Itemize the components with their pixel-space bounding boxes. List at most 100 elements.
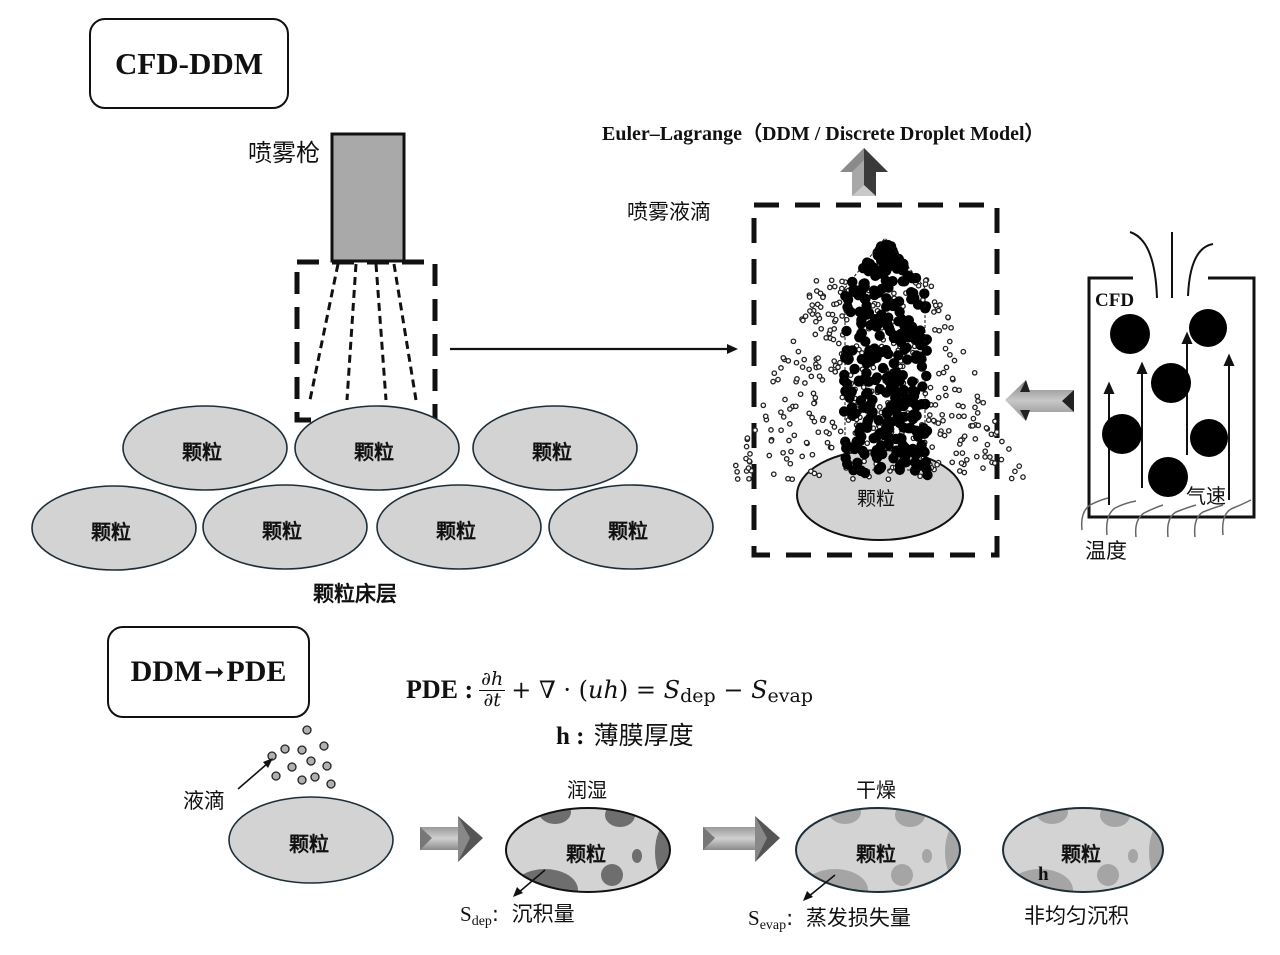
droplet-small	[808, 373, 815, 380]
droplet-large	[914, 459, 925, 470]
droplet-large	[854, 306, 865, 317]
droplet-small	[811, 470, 818, 477]
droplet-small	[833, 301, 840, 307]
droplet-large	[855, 465, 867, 477]
stage3-particle-dry	[795, 807, 961, 893]
droplet-large	[888, 453, 899, 464]
droplet-small	[792, 403, 799, 410]
droplet-small	[942, 385, 949, 392]
droplet-small	[732, 462, 739, 469]
droplet-small	[817, 290, 824, 297]
droplet-small	[734, 468, 740, 475]
droplet-small	[948, 324, 954, 331]
droplet-small	[982, 448, 989, 455]
droplet-large	[915, 339, 926, 351]
droplet-small	[835, 364, 841, 371]
droplet-large	[893, 350, 904, 361]
droplet-small	[793, 359, 800, 366]
droplet-small	[819, 417, 826, 424]
droplet-large	[839, 375, 850, 386]
droplet-small	[775, 376, 781, 383]
droplet-large	[906, 287, 917, 298]
droplet-small	[930, 417, 937, 424]
cfd-ddm-title-box: CFD-DDM	[89, 18, 289, 109]
eq-u: u	[587, 676, 604, 704]
sdep-sub: dep	[471, 914, 492, 929]
droplet-large	[920, 301, 932, 312]
droplet-large	[863, 307, 875, 318]
sevap-text: 蒸发损失量	[805, 906, 911, 930]
eq-denominator: ∂t	[483, 688, 501, 711]
eq-s2: S	[751, 676, 768, 704]
right-arrow-icon-1	[420, 816, 483, 862]
droplet-small	[864, 440, 871, 447]
droplet-small	[917, 473, 923, 480]
droplet-small	[974, 393, 981, 400]
droplet-small	[969, 422, 976, 429]
bed-particle-label: 颗粒	[182, 440, 222, 464]
stage3-particle-label: 颗粒	[856, 842, 896, 866]
bed-particle	[548, 484, 714, 570]
droplet-small	[1016, 463, 1023, 469]
droplet-large	[874, 383, 886, 395]
droplet-small	[752, 427, 758, 434]
droplet-small	[943, 364, 950, 371]
droplet-small	[932, 402, 939, 408]
droplet-small	[835, 340, 842, 347]
droplet-large	[876, 347, 887, 358]
droplet-small	[956, 468, 963, 474]
droplet-large	[874, 330, 885, 341]
droplet-small	[932, 302, 939, 309]
particle-bed	[31, 405, 714, 571]
droplet-large	[851, 436, 863, 447]
droplet-small	[980, 399, 987, 406]
droplet-small	[828, 277, 835, 284]
droplet-small	[785, 475, 791, 482]
cfd-box-title: CFD	[1095, 290, 1135, 311]
droplet-small	[770, 471, 777, 478]
droplet-large	[884, 371, 895, 382]
droplet-large	[859, 281, 870, 293]
sdep-text: 沉积量	[511, 902, 575, 926]
droplet-large	[907, 385, 918, 396]
bed-particle-label: 颗粒	[436, 519, 476, 543]
droplet-small	[960, 403, 966, 410]
droplet-large	[916, 399, 927, 410]
cfd-ddm-title: CFD-DDM	[114, 45, 264, 81]
droplet-small	[850, 475, 856, 482]
droplet-large	[841, 443, 852, 454]
spray-jets	[308, 263, 418, 401]
droplet-large	[841, 325, 852, 337]
droplet-large	[872, 247, 883, 258]
droplet-small	[816, 472, 823, 479]
droplet-small	[760, 402, 767, 409]
sevap-sub: evap	[759, 918, 787, 933]
droplet-small	[782, 396, 788, 403]
droplet-small	[745, 465, 752, 471]
bed-label: 颗粒床层	[313, 582, 397, 606]
droplet-large	[911, 350, 922, 361]
spray-gun-label: 喷雾枪	[248, 139, 320, 167]
droplet-small	[972, 404, 978, 411]
droplet-large	[889, 385, 901, 396]
droplet-large	[838, 406, 850, 417]
droplet-small	[813, 318, 819, 325]
droplet-small	[778, 427, 784, 434]
droplet-small	[802, 313, 809, 320]
bed-particle-label: 颗粒	[354, 440, 394, 464]
droplet-small	[983, 425, 990, 431]
droplet-large	[894, 258, 905, 269]
droplet-large	[902, 354, 913, 365]
bed-particle	[202, 484, 368, 570]
bed-particle	[31, 485, 197, 571]
droplet-small	[935, 420, 942, 427]
droplet-large	[871, 372, 883, 383]
droplet-large	[907, 413, 919, 425]
droplet-small	[762, 413, 769, 420]
droplet-large	[850, 408, 861, 419]
bed-particle-label: 颗粒	[608, 519, 648, 543]
droplet-small	[786, 421, 793, 427]
droplet-large	[896, 433, 907, 444]
stage3-title: 干燥	[856, 778, 896, 802]
droplet-small	[980, 465, 986, 471]
